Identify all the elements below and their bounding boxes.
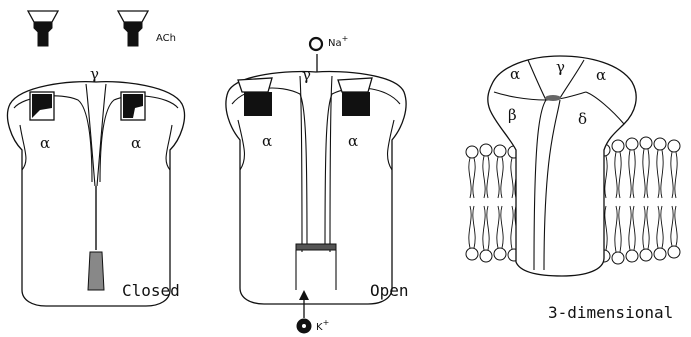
closed-binding-site-left (30, 92, 54, 120)
ach-label: ACh (156, 33, 176, 44)
three-d-receptor-body (488, 56, 636, 276)
caption-three-d: 3-dimensional (548, 303, 673, 322)
ach-molecule-2 (118, 11, 148, 46)
three-d-pore (545, 95, 561, 101)
na-ion (310, 38, 322, 50)
lipid-bilayer-left (466, 144, 520, 262)
lipid-bilayer-right (598, 137, 680, 264)
svg-text:Na+: Na+ (328, 34, 348, 49)
three-d-delta: δ (578, 110, 587, 128)
caption-closed: Closed (122, 281, 180, 300)
closed-gate (88, 252, 104, 290)
three-d-gamma: γ (556, 58, 565, 76)
three-d-beta: β (508, 106, 517, 124)
svg-text:K+: K+ (316, 318, 329, 333)
three-d-receptor: α γ α β δ (466, 56, 680, 276)
closed-alpha-left: α (40, 134, 50, 152)
open-binding-site-right (338, 78, 372, 116)
na-label: Na (328, 38, 342, 49)
closed-binding-site-right (121, 92, 145, 120)
closed-gamma: γ (90, 65, 99, 83)
open-gamma: γ (302, 66, 311, 84)
caption-open: Open (370, 281, 409, 300)
three-d-alpha-left: α (510, 65, 520, 83)
closed-receptor: ACh γ α α (8, 11, 185, 306)
three-d-alpha-right: α (596, 66, 606, 84)
closed-alpha-right: α (131, 134, 141, 152)
open-gate (296, 244, 336, 250)
na-sup: + (342, 34, 349, 43)
open-alpha-right: α (348, 132, 358, 150)
k-sup: + (323, 318, 330, 327)
ach-molecule-1 (28, 11, 58, 46)
open-alpha-left: α (262, 132, 272, 150)
